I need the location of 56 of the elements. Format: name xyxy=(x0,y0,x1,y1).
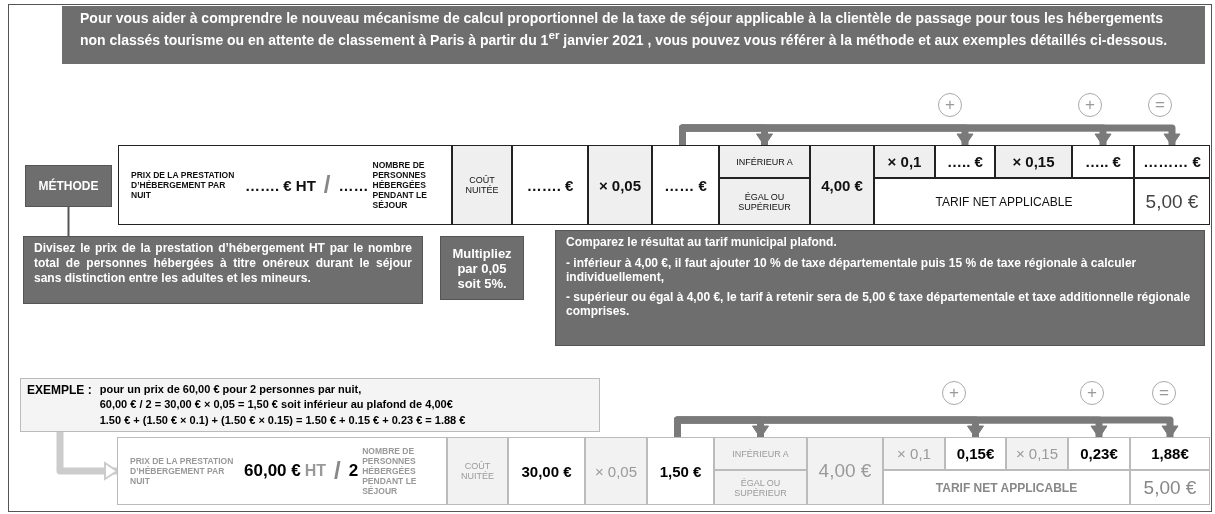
label-cell: ÉGAL OU SUPÉRIEUR xyxy=(714,470,807,505)
value-cell: 5,00 € xyxy=(1130,470,1210,505)
heading-text: Comparez le résultat au tarif municipal plafond. xyxy=(566,235,838,249)
cell-caption: NOMBRE DE PERSONNES HÉBERGÉES PENDANT LE SÉJOUR xyxy=(372,159,428,211)
bullet-text: - inférieur à 4,00 €, il faut ajouter 10 % de taxe départementale puis 15 % de taxe régionale à calculer individuellement, xyxy=(566,256,1138,284)
cell-caption: NOMBRE DE PERSONNES HÉBERGÉES PENDANT LE SÉJOUR xyxy=(362,445,418,497)
example-text: pour un prix de 60,00 € pour 2 personnes par nuit, xyxy=(99,382,363,397)
hollow-arrow xyxy=(56,432,118,480)
amount-text: 2 xyxy=(348,461,359,481)
factor-cell: × 0,05 xyxy=(588,145,652,225)
intro-banner: Pour vous aider à comprendre le nouveau mécanisme de calcul proportionnel de la taxe de séjour applicable à la clientèle de passage pour tous les hébergements non classés tourisme ou en attente de classement à Paris à partir du 1$^{er}$ janvier 2021 , vous pouvez vous référer à la méthode et aux exemples détaillés ci-dessous. xyxy=(62,6,1205,64)
cell-caption: PRIX DE LA PRESTATION D’HÉBERGEMENT PAR NUIT xyxy=(131,169,236,201)
value-cell: 0,23€ xyxy=(1068,437,1130,470)
example-box xyxy=(20,378,600,432)
example-text: 1.50 € + (1.50 € × 0.1) + (1.50 € × 0.15) = 1.50 € + 0.15 € + 0.23 € = 1.88 € xyxy=(99,412,467,428)
label-cell: COÛT NUITÉE xyxy=(452,145,512,225)
bullet-text: - supérieur ou égal à 4,00 €, le tarif à retenir sera de 5,00 € taxe départementale et taxe additionnelle régionale comprises. xyxy=(566,290,1192,318)
instruction-box: Divisez le prix de la prestation d’hébergement HT par le nombre total de personnes hébergées à titre onéreux durant le séjour sans distinction entre les adultes et les mineurs. xyxy=(23,236,423,304)
label-cell: COÛT NUITÉE xyxy=(447,437,508,505)
example-text: 60,00 € / 2 = 30,00 € × 0,05 = 1,50 € soit inférieur au plafond de 4,00€ xyxy=(99,397,454,413)
value-cell: 1,50 € xyxy=(647,437,714,505)
amount-text: 60,00 € xyxy=(244,461,301,481)
amount-text: ……. € HT xyxy=(245,176,316,194)
label-cell: ÉGAL OU SUPÉRIEUR xyxy=(719,178,810,225)
price-cell xyxy=(117,437,447,505)
factor-cell: × 0,1 xyxy=(874,145,935,178)
value-cell: 30,00 € xyxy=(508,437,585,505)
division-slash: / xyxy=(333,457,342,485)
value-cell: ……… € xyxy=(1134,145,1210,178)
instruction-box: Multipliez par 0,05 soit 5%. xyxy=(440,236,524,300)
value-cell: 1,88€ xyxy=(1130,437,1210,470)
factor-cell: × 0,1 xyxy=(883,437,945,470)
factor-cell: × 0,05 xyxy=(585,437,647,505)
value-cell: 4,00 € xyxy=(807,437,883,505)
amount-text: …… xyxy=(338,176,369,194)
value-cell: ….. € xyxy=(935,145,995,178)
method-badge: MÉTHODE xyxy=(25,165,112,207)
value-cell: 5,00 € xyxy=(1134,178,1210,225)
value-cell: …… € xyxy=(652,145,719,225)
value-cell: 0,15€ xyxy=(945,437,1006,470)
comparison-box xyxy=(555,230,1205,346)
price-cell xyxy=(118,145,452,225)
label-cell: INFÉRIEUR A xyxy=(714,437,807,470)
value-cell: 4,00 € xyxy=(810,145,874,225)
unit-text: HT xyxy=(304,462,327,480)
example-heading: EXEMPLE : xyxy=(27,382,92,399)
factor-cell: × 0,15 xyxy=(995,145,1072,178)
cell-caption: PRIX DE LA PRESTATION D’HÉBERGEMENT PAR NUIT xyxy=(130,455,235,487)
label-cell: TARIF NET APPLICABLE xyxy=(883,470,1130,505)
division-slash: / xyxy=(322,171,332,199)
label-cell: TARIF NET APPLICABLE xyxy=(874,178,1134,225)
connector-line xyxy=(67,206,70,237)
value-cell: ….. € xyxy=(1072,145,1134,178)
value-cell: ……. € xyxy=(512,145,588,225)
label-cell: INFÉRIEUR A xyxy=(719,145,810,178)
factor-cell: × 0,15 xyxy=(1006,437,1068,470)
